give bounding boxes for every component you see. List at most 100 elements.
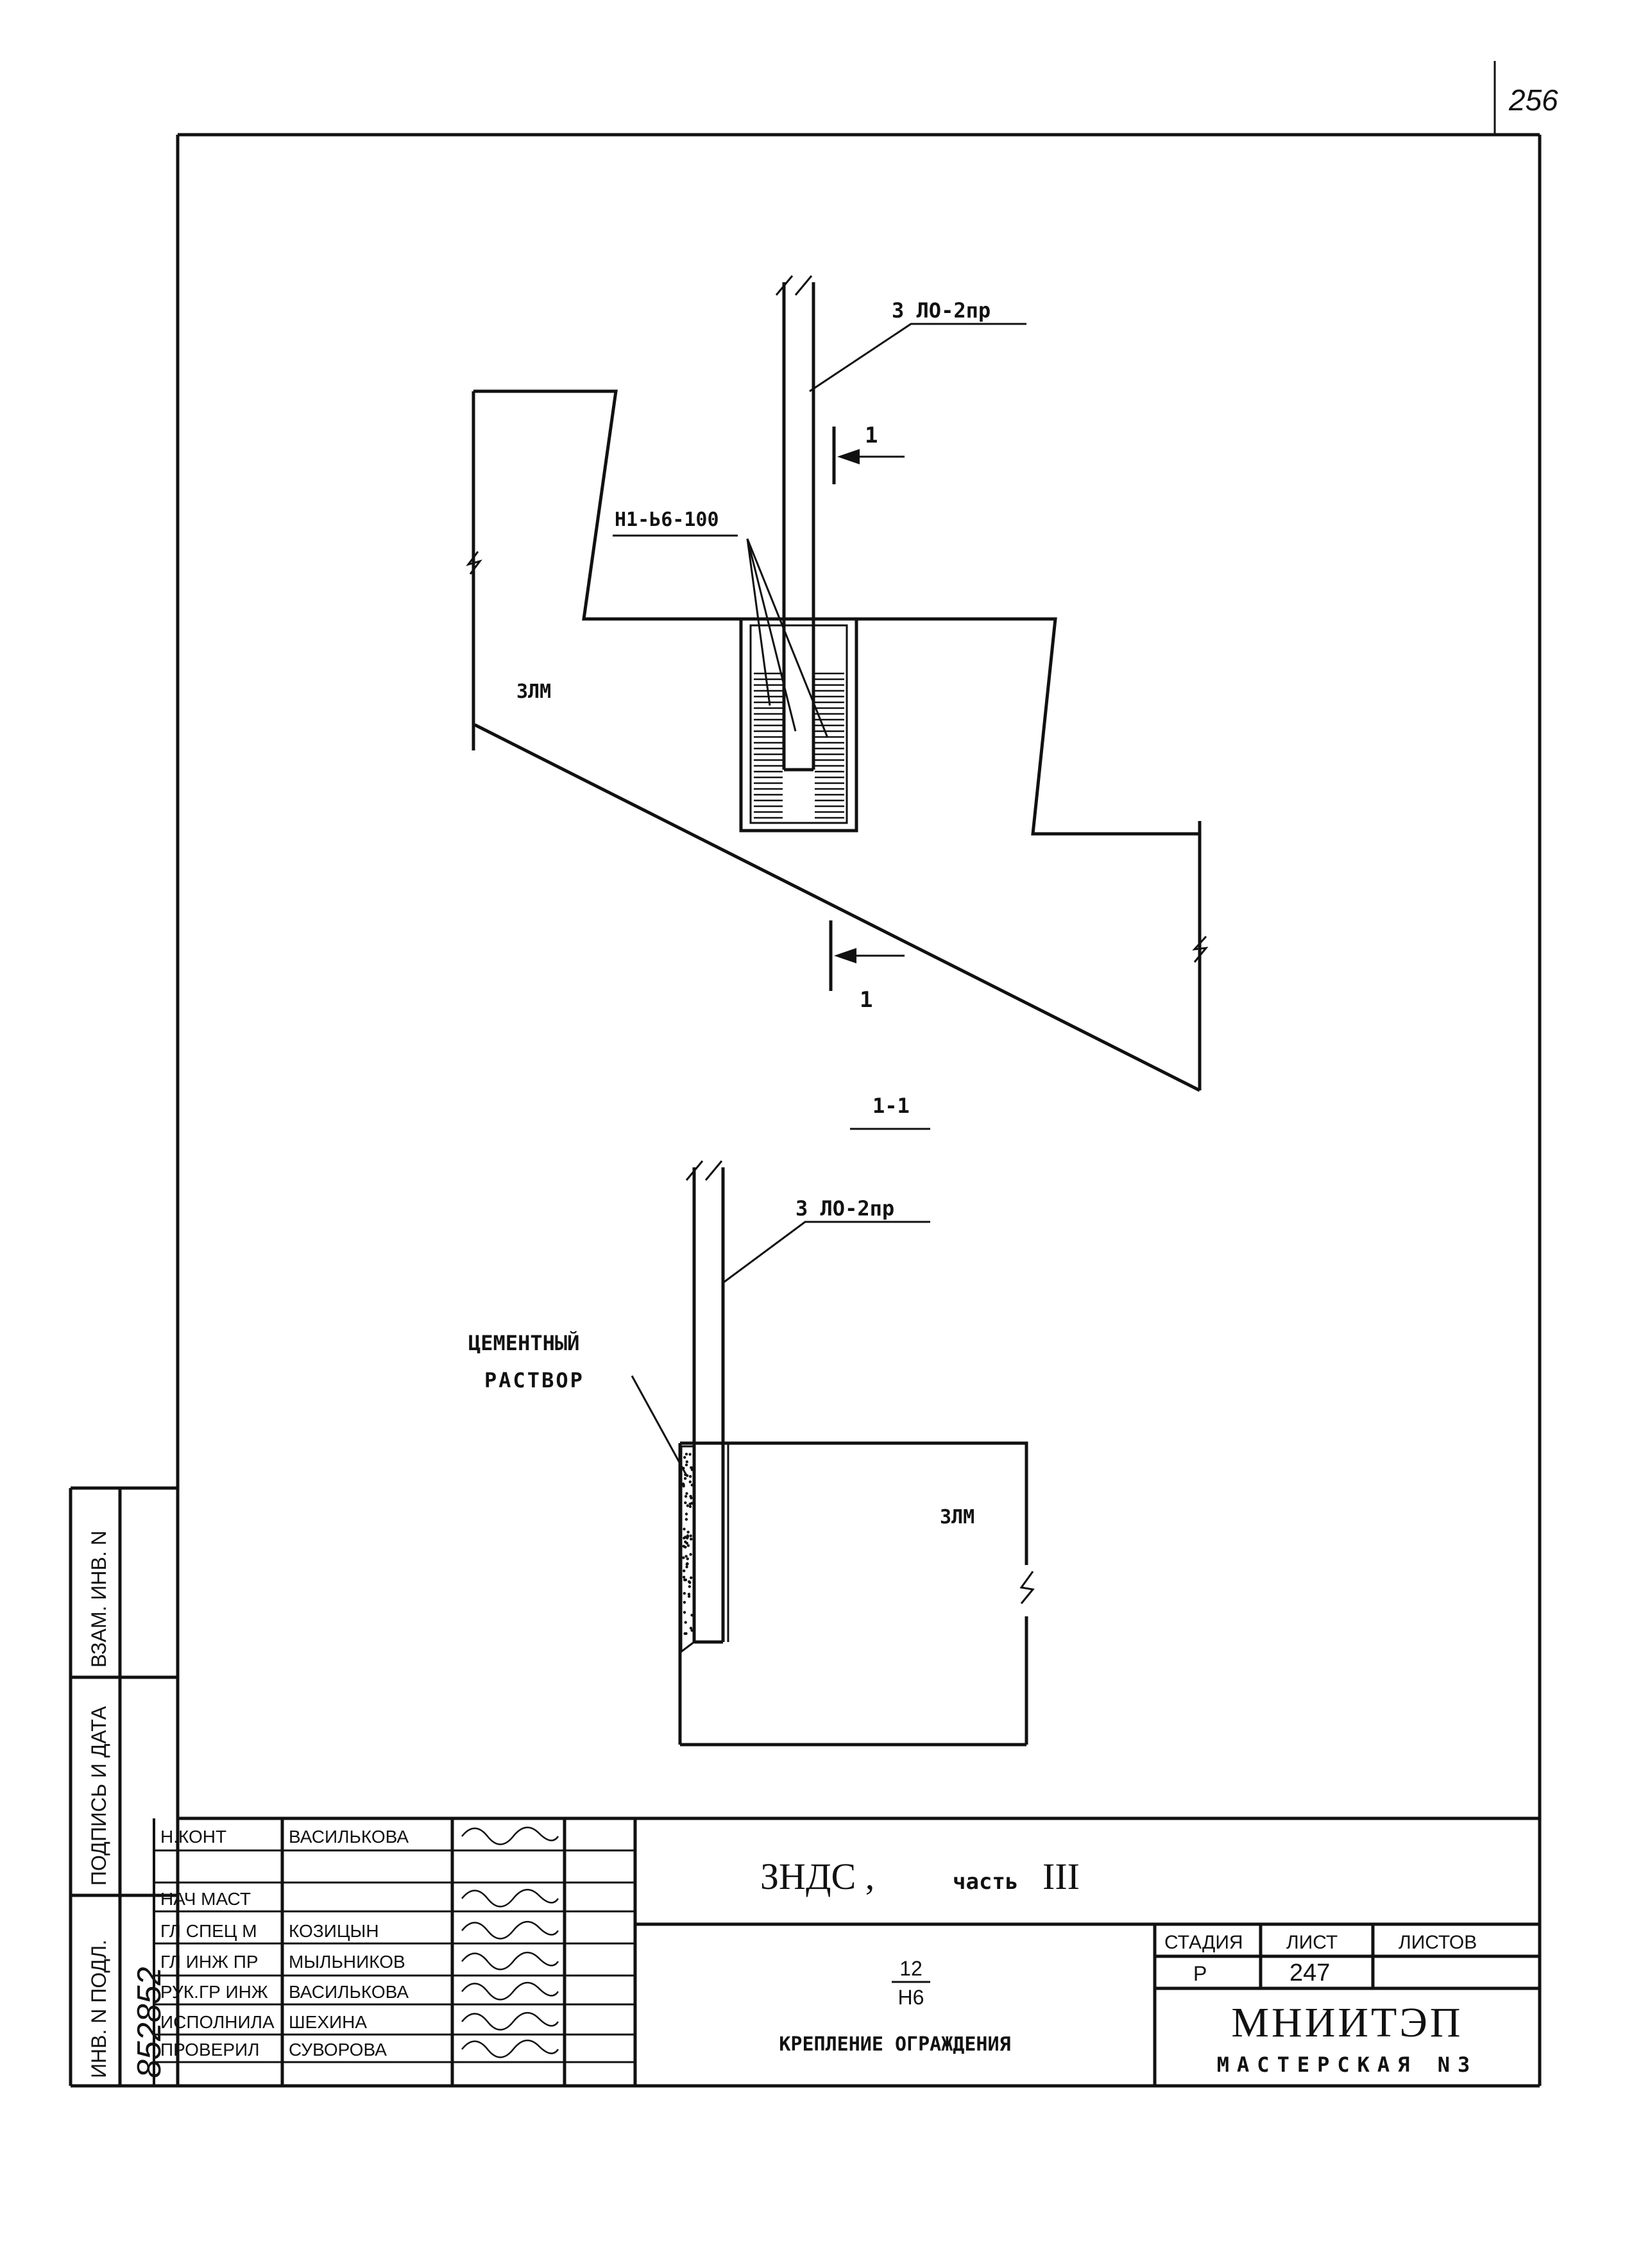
mortar-dot [686, 1562, 689, 1566]
section-view: 1-1 3 ЛО-2пр ЦЕМЕНТНЫЙ РАСТВОР ЗЛМ [468, 1094, 1035, 1747]
mortar-dot [684, 1621, 687, 1624]
stage-value: Р [1193, 1962, 1207, 1985]
inv-orig-label: ИНВ. N ПОДЛ. [87, 1940, 110, 2078]
signature-mark [461, 1889, 559, 1908]
mortar-dot [682, 1544, 685, 1548]
section-post-break [685, 1160, 723, 1181]
hatch-leader-3 [746, 538, 829, 738]
signatory-name: ШЕХИНА [289, 2012, 367, 2032]
mortar-dot [685, 1463, 688, 1467]
mortar-dot [689, 1534, 692, 1537]
signature-mark [461, 1952, 559, 1970]
mortar-dot [686, 1536, 689, 1540]
rail-label-section: 3 ЛО-2пр [795, 1196, 894, 1221]
mortar-dot [685, 1512, 688, 1516]
project-part-num: III [1042, 1856, 1080, 1897]
post-break-mark [775, 275, 813, 296]
signature-mark [461, 1921, 559, 1940]
signatory-name: КОЗИЦЫН [289, 1921, 379, 1941]
plan-view: 3 ЛО-2пр Н1-Ь6-100 1 1 ЗЛМ [466, 275, 1209, 1092]
block-break-mark [1019, 1571, 1035, 1604]
mortar-dot [684, 1501, 687, 1505]
mortar-dot [690, 1614, 693, 1617]
sheet-value: 247 [1289, 1959, 1330, 1986]
section-arrowhead-bottom [834, 948, 856, 963]
mortar-label-line1: ЦЕМЕНТНЫЙ [468, 1331, 579, 1355]
section-mark-top: 1 [865, 423, 878, 448]
mortar-dot [686, 1504, 690, 1507]
mortar-dot [689, 1553, 692, 1556]
mortar-dot [685, 1541, 689, 1545]
mortar-dot [685, 1452, 688, 1456]
rail-label-top: 3 ЛО-2пр [892, 298, 991, 323]
vzam-inv-label: ВЗАМ. ИНВ. N [87, 1530, 110, 1668]
signatory-name: ВАСИЛЬКОВА [289, 1982, 409, 2002]
signature-mark [461, 2012, 559, 2031]
sheets-header: ЛИСТОВ [1399, 1932, 1477, 1953]
rail-leader-section [722, 1221, 930, 1284]
signature-mark [461, 1982, 559, 2001]
mortar-dot [690, 1576, 693, 1579]
doc-title: КРЕПЛЕНИЕ ОГРАЖДЕНИЯ [779, 2033, 1010, 2056]
signatory-role: ИСПОЛНИЛА [160, 2012, 275, 2032]
mortar-dot [690, 1537, 693, 1541]
fill-label-plan: ЗЛМ [516, 681, 551, 703]
stage-header: СТАДИЯ [1164, 1932, 1243, 1953]
handwritten-inv-number: 852852 [131, 1967, 168, 2078]
mortar-dot [683, 1592, 686, 1595]
mortar-dot [690, 1468, 694, 1471]
signature-mark [461, 1827, 559, 1845]
fill-label-section: ЗЛМ [940, 1506, 974, 1528]
mortar-dot [688, 1453, 692, 1456]
mortar-hatch-right [815, 672, 844, 819]
signatory-role: ГЛ ИНЖ ПР [160, 1952, 259, 1972]
mortar-dot [685, 1492, 688, 1495]
section-mark-bottom: 1 [860, 987, 872, 1013]
mortar-dot [685, 1460, 689, 1464]
mortar-dot [682, 1556, 685, 1559]
rail-leader-top [809, 323, 1026, 393]
mortar-dot [686, 1557, 690, 1561]
mortar-dot [684, 1578, 688, 1582]
mortar-dot [684, 1494, 688, 1498]
signatory-role: РУК.ГР ИНЖ [160, 1982, 268, 2002]
project-title: ЗНДС , [760, 1856, 874, 1897]
page-number: 256 [1508, 83, 1558, 117]
mortar-dot [686, 1530, 690, 1534]
section-title: 1-1 [872, 1094, 910, 1118]
mortar-dot [688, 1581, 692, 1584]
mortar-leader [631, 1375, 688, 1476]
slope-line [473, 723, 1201, 1092]
mortar-dot [690, 1629, 693, 1632]
mortar-dot [685, 1632, 688, 1635]
signatory-name: ВАСИЛЬКОВА [289, 1827, 409, 1847]
mortar-dot [683, 1601, 686, 1604]
hatch-label: Н1-Ь6-100 [615, 509, 719, 531]
block-top-right [680, 1441, 1028, 1565]
mortar-dot [682, 1575, 686, 1579]
signatory-name: СУВОРОВА [289, 2040, 387, 2060]
side-stamp: ВЗАМ. ИНВ. N ПОДПИСЬ И ДАТА ИНВ. N ПОДЛ.… [69, 1486, 178, 2086]
mortar-dot [688, 1475, 692, 1478]
mortar-stipple [681, 1452, 694, 1636]
hatch-leader-1 [746, 538, 771, 706]
signature-mark [461, 2040, 559, 2058]
mortar-dot [686, 1534, 690, 1537]
mortar-dot [685, 1518, 688, 1521]
tb-row-lines [153, 1818, 635, 2086]
mortar-dot [683, 1456, 686, 1459]
mortar-dot [690, 1502, 693, 1505]
mortar-dot [688, 1505, 692, 1509]
mortar-joint [680, 1445, 695, 1654]
hatch-leader-2 [746, 538, 797, 732]
mortar-dot [688, 1585, 692, 1588]
project-part-word: часть [953, 1869, 1018, 1895]
section-arrowhead-top [837, 449, 860, 464]
signatory-name: МЫЛЬНИКОВ [289, 1952, 405, 1972]
mortar-dot [690, 1484, 694, 1487]
mortar-label-line2: РАСТВОР [484, 1368, 584, 1392]
signatory-role: НАЧ МАСТ [160, 1889, 251, 1909]
